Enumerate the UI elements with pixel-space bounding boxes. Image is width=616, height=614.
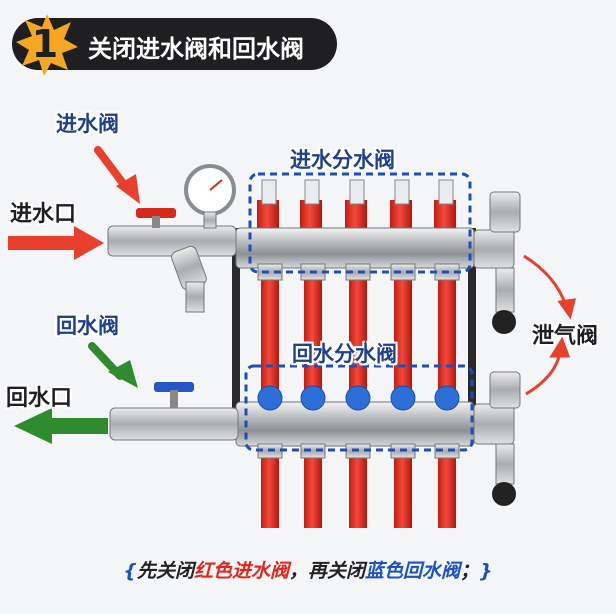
return-assembly <box>109 382 239 441</box>
supply-manifold-label: 进水分水阀 <box>290 148 395 172</box>
vent-pointer-arrows <box>523 254 576 396</box>
close-brace: } <box>479 560 493 582</box>
return-valve-caps <box>257 385 460 411</box>
instruction-part-1: 先关闭 <box>136 560 194 582</box>
supply-manifold-bar <box>235 227 475 269</box>
instruction-part-2: ，再关闭 <box>288 560 365 582</box>
return-flow-arrow <box>14 408 108 444</box>
return-valve-label: 回水阀 <box>56 314 119 338</box>
supply-loop-pipes <box>257 200 456 528</box>
return-fittings <box>257 443 460 459</box>
return-valve-pointer-arrow <box>88 342 138 388</box>
instruction-blue-valve: 蓝色回水阀 <box>365 560 461 582</box>
blue-valve-handle <box>154 382 194 392</box>
step-number: 1 <box>31 22 59 66</box>
page-title: 关闭进水阀和回水阀 <box>88 35 304 63</box>
vent-assembly <box>473 191 521 506</box>
inlet-flow-arrow <box>8 226 104 260</box>
instruction-red-valve: 红色进水阀 <box>193 560 289 582</box>
instruction-part-3: ； <box>460 560 480 582</box>
mounting-bracket <box>232 228 476 428</box>
return-port-label: 回水口 <box>6 386 73 411</box>
inlet-port-label: 进水口 <box>10 202 77 227</box>
instruction-text: {先关闭红色进水阀，再关闭蓝色回水阀；} <box>0 556 616 583</box>
step-header: 1 关闭进水阀和回水阀 <box>12 14 337 76</box>
star-burst-icon <box>16 14 78 76</box>
inlet-assembly <box>107 164 237 313</box>
return-manifold-label: 回水分水阀 <box>292 342 397 366</box>
supply-dashed-box <box>248 172 472 274</box>
open-brace: { <box>123 560 137 582</box>
inlet-valve-label: 进水阀 <box>56 112 119 136</box>
inlet-valve-pointer-arrow <box>94 146 140 204</box>
return-dashed-box <box>244 364 474 452</box>
flow-meters <box>261 179 454 205</box>
red-valve-handle <box>136 208 176 218</box>
vent-valve-label: 泄气阀 <box>532 324 599 349</box>
